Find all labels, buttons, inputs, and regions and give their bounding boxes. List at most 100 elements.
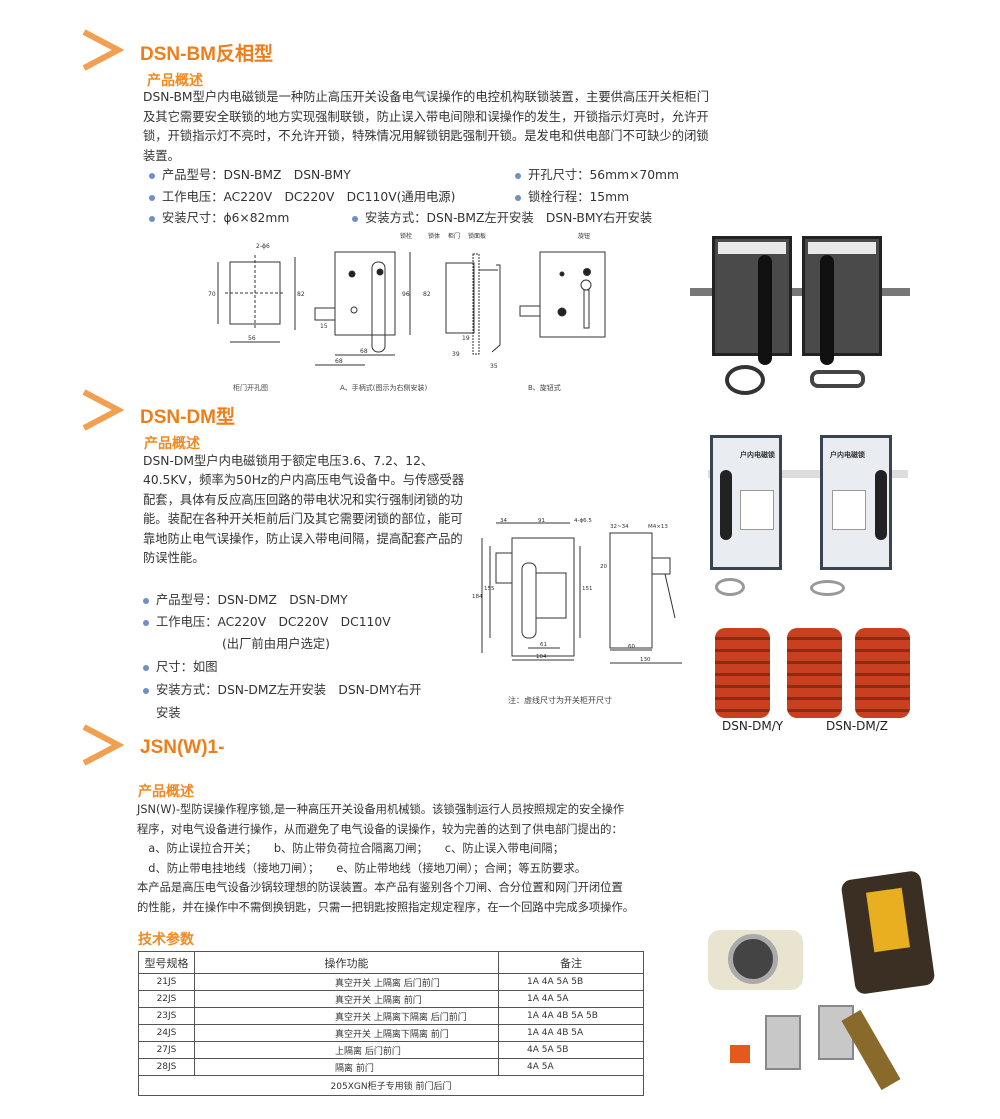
svg-text:锁面板: 锁面板 xyxy=(468,232,486,240)
section-title-dsn-dm: DSN-DM型 xyxy=(140,407,235,428)
svg-text:91: 91 xyxy=(538,518,545,524)
table-cell: 27JS xyxy=(138,1041,195,1059)
svg-text:70: 70 xyxy=(208,291,216,298)
svg-text:68: 68 xyxy=(335,358,343,365)
svg-text:82: 82 xyxy=(423,291,431,298)
table-cell: 隔离 前门 xyxy=(194,1058,499,1076)
insulator-caption: DSN-DM/Z xyxy=(826,719,889,733)
chevron-icon xyxy=(80,723,125,767)
svg-text:39: 39 xyxy=(452,351,460,358)
spec-item: 安装方式：DSN-DMZ左开安装 DSN-DMY右开 xyxy=(143,681,421,700)
bullet-icon xyxy=(143,597,149,604)
svg-text:M4×13: M4×13 xyxy=(648,524,668,530)
table-cell: 24JS xyxy=(138,1024,195,1042)
svg-text:20: 20 xyxy=(600,564,607,570)
section-subtitle: 产品概述 xyxy=(138,784,194,800)
svg-text:柜门: 柜门 xyxy=(448,232,460,240)
svg-text:151: 151 xyxy=(582,586,593,592)
bullet-icon xyxy=(352,215,358,222)
table-header-row: 型号规格操作功能备注 xyxy=(138,951,644,974)
dsn-bm-product-photo xyxy=(690,230,910,410)
svg-text:32~34: 32~34 xyxy=(610,524,629,530)
svg-text:35: 35 xyxy=(490,363,498,370)
table-cell: 1A 4A 4B 5A xyxy=(498,1024,644,1042)
bullet-icon xyxy=(149,172,155,179)
svg-text:19: 19 xyxy=(462,335,470,342)
table-title: 技术参数 xyxy=(138,932,194,948)
svg-text:15: 15 xyxy=(320,323,328,330)
chevron-icon xyxy=(80,388,125,432)
svg-text:旋钮: 旋钮 xyxy=(578,232,590,240)
svg-text:104: 104 xyxy=(536,654,547,660)
spec-item: 安装尺寸：ϕ6×82mm xyxy=(149,209,289,228)
table-cell: 1A 4A 4B 5A 5B xyxy=(498,1007,644,1025)
table-cell: 1A 4A 5A xyxy=(498,990,644,1008)
svg-text:60: 60 xyxy=(628,644,635,650)
table-cell: 4A 5A 5B xyxy=(498,1041,644,1059)
table-footer-row: 205XGN柜子专用锁 前门后门 xyxy=(138,1075,644,1096)
svg-text:82: 82 xyxy=(297,291,305,298)
jsn-product-photo xyxy=(700,869,940,1110)
svg-text:锁体: 锁体 xyxy=(428,232,440,240)
dsn-dm-dimension-drawing: 34 91 4-ϕ6.5 184 155 151 61 104 32~34 M4… xyxy=(472,518,682,664)
description-jsn: JSN(W)-型防误操作程序锁,是一种高压开关设备用机械锁。该锁强制运行人员按照… xyxy=(137,803,635,914)
table-cell: 真空开关 上隔离 前门 xyxy=(194,990,499,1008)
insulator-caption: DSN-DM/Y xyxy=(722,719,784,733)
spec-item: 产品型号：DSN-DMZ DSN-DMY xyxy=(143,591,348,610)
table-cell: 真空开关 上隔离下隔离 前门 xyxy=(194,1024,499,1042)
diagram-caption: 柜门开孔图 xyxy=(233,384,268,392)
spec-item: 工作电压：AC220V DC220V DC110V(通用电源) xyxy=(149,188,455,207)
bullet-icon xyxy=(515,172,521,179)
section-subtitle: 产品概述 xyxy=(144,436,200,452)
diagram-note: 注：虚线尺寸为开关柜开尺寸 xyxy=(508,696,612,705)
table-cell: 4A 5A xyxy=(498,1058,644,1076)
svg-text:2-ϕ6: 2-ϕ6 xyxy=(256,243,270,250)
spec-item: 尺寸：如图 xyxy=(143,658,218,677)
bullet-icon xyxy=(143,664,149,671)
svg-text:锁栓: 锁栓 xyxy=(400,232,412,240)
chevron-icon xyxy=(80,28,125,72)
bullet-icon xyxy=(515,194,521,201)
table-cell: 真空开关 上隔离下隔离 后门前门 xyxy=(194,1007,499,1025)
table-cell: 21JS xyxy=(138,973,195,991)
table-cell: 22JS xyxy=(138,990,195,1008)
dsn-dm-product-photo: 户内电磁锁 户内电磁锁 xyxy=(700,430,920,610)
diagram-caption: A、手柄式(图示为右侧安装) xyxy=(340,384,428,392)
section-title-dsn-bm: DSN-BM反相型 xyxy=(140,44,273,65)
spec-item: 产品型号：DSN-BMZ DSN-BMY xyxy=(149,166,351,185)
spec-item: 开孔尺寸：56mm×70mm xyxy=(515,166,679,185)
svg-text:34: 34 xyxy=(500,518,507,524)
spec-item: 锁栓行程：15mm xyxy=(515,188,629,207)
table-cell: 1A 4A 5A 5B xyxy=(498,973,644,991)
section-title-jsn: JSN(W)1- xyxy=(140,737,225,758)
spec-item: 工作电压：AC220V DC220V DC110V xyxy=(143,613,391,632)
spec-item-cont: 安装 xyxy=(156,706,181,720)
svg-text:56: 56 xyxy=(248,335,256,342)
spec-note: (出厂前由用户选定) xyxy=(222,637,330,651)
svg-text:184: 184 xyxy=(472,594,483,600)
bullet-icon xyxy=(143,687,149,694)
description-dsn-dm: DSN-DM型户内电磁锁用于额定电压3.6、7.2、12、40.5KV，频率为5… xyxy=(143,454,465,566)
bullet-icon xyxy=(149,194,155,201)
table-cell: 上隔离 后门前门 xyxy=(194,1041,499,1059)
svg-text:130: 130 xyxy=(640,657,651,663)
svg-text:96: 96 xyxy=(402,291,410,298)
insulator-photos xyxy=(715,628,910,720)
svg-text:155: 155 xyxy=(484,586,495,592)
diagram-caption: B、旋钮式 xyxy=(528,384,561,392)
bullet-icon xyxy=(149,215,155,222)
table-cell: 28JS xyxy=(138,1058,195,1076)
dsn-bm-dimension-drawing: 2-ϕ6 70 82 56 15 96 68 68 锁栓 锁体 柜门 锁面板 8… xyxy=(208,232,606,370)
bullet-icon xyxy=(143,619,149,626)
description-dsn-bm: DSN-BM型户内电磁锁是一种防止高压开关设备电气误操作的电控机构联锁装置，主要… xyxy=(143,90,709,163)
section-subtitle: 产品概述 xyxy=(147,73,203,89)
svg-text:4-ϕ6.5: 4-ϕ6.5 xyxy=(574,518,592,524)
spec-item: 安装方式：DSN-BMZ左开安装 DSN-BMY右开安装 xyxy=(352,209,652,228)
